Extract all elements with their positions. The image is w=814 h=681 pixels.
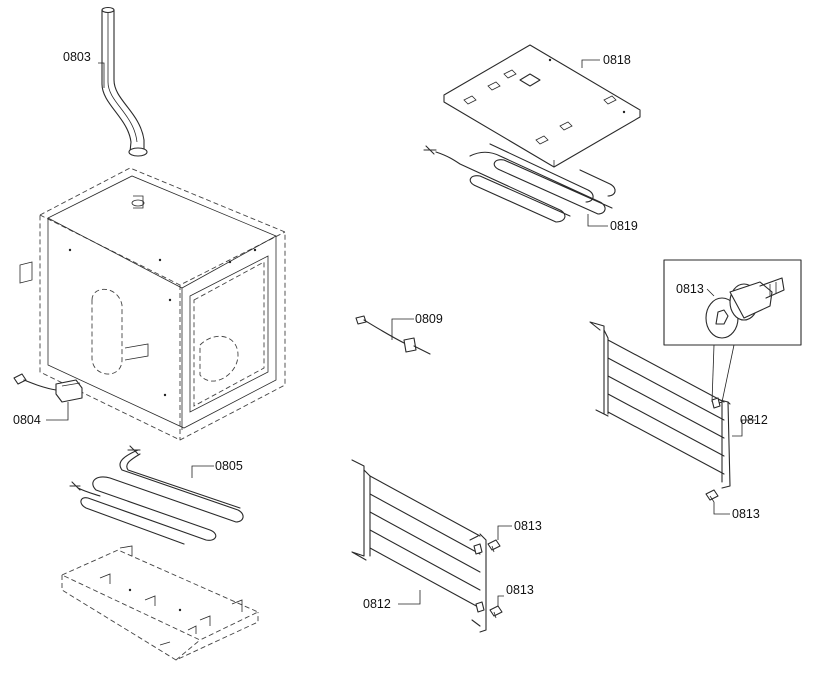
label-0813-inset: 0813 (676, 282, 704, 296)
leader-0813-center-top (497, 525, 512, 540)
leader-0813-inset (706, 288, 715, 297)
label-0813-center-top: 0813 (514, 519, 542, 533)
part-0805-lower-heater (69, 445, 244, 545)
leader-0813-center-bottom (497, 595, 504, 606)
label-0803: 0803 (63, 50, 91, 64)
part-0812-rack-right (589, 321, 731, 489)
part-0803-tube (101, 6, 148, 157)
leader-0809 (391, 318, 414, 340)
part-0813-detail-inset (663, 259, 802, 346)
part-0818-top-plate (443, 44, 641, 168)
part-0809-sensor (355, 315, 431, 355)
label-0812-right: 0812 (740, 413, 768, 427)
leader-0812-center (398, 590, 421, 605)
label-0805: 0805 (215, 459, 243, 473)
leader-0812-right (732, 419, 756, 437)
part-bottom-panel (60, 545, 260, 661)
leader-0805 (191, 465, 214, 478)
leader-0813-right (713, 502, 730, 515)
leader-0804 (46, 402, 69, 421)
inset-connector-lines (711, 344, 735, 403)
part-0813-screw-right (705, 489, 719, 503)
part-oven-cavity (19, 167, 286, 441)
label-0809: 0809 (415, 312, 443, 326)
label-0818: 0818 (603, 53, 631, 67)
label-0813-right: 0813 (732, 507, 760, 521)
label-0804: 0804 (13, 413, 41, 427)
part-0813-screw-center-top (487, 539, 501, 553)
leader-0803 (98, 62, 105, 88)
label-0813-center-bottom: 0813 (506, 583, 534, 597)
leader-0818 (581, 59, 600, 68)
part-0812-rack-center (351, 459, 487, 633)
part-0804-lamp-cable (13, 373, 83, 403)
label-0819: 0819 (610, 219, 638, 233)
part-0813-screw-center-bottom (489, 605, 503, 619)
label-0812-center: 0812 (363, 597, 391, 611)
leader-0819 (587, 214, 608, 227)
part-0819-top-heater (423, 143, 616, 223)
